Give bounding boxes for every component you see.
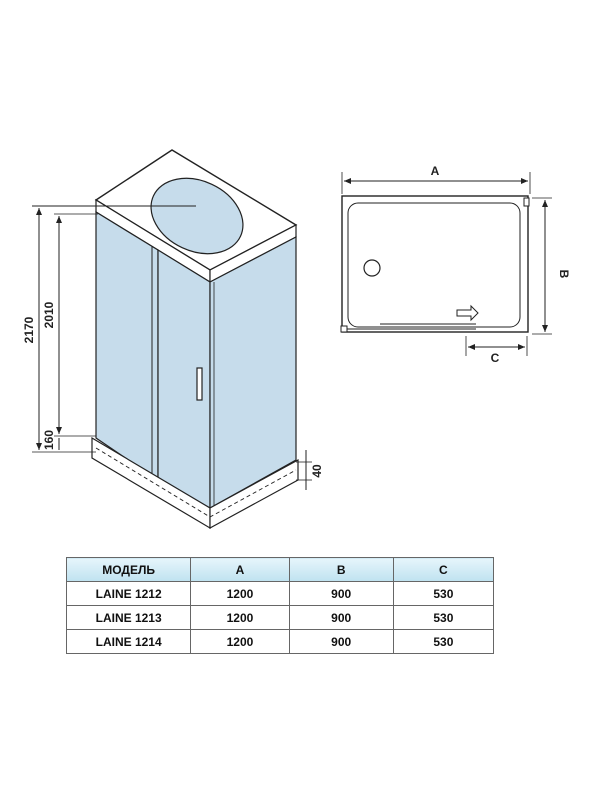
table-cell-c: 530 (393, 582, 493, 606)
table-header-b: B (289, 558, 393, 582)
dimension-label-160: 160 (42, 430, 56, 450)
dimension-label-2010: 2010 (42, 301, 56, 328)
drain-circle (364, 260, 380, 276)
table-cell-model: LAINE 1213 (67, 606, 191, 630)
dimension-label-2170: 2170 (22, 316, 36, 343)
plan-view-drawing: A B C (330, 150, 590, 390)
table-cell-c: 530 (393, 606, 493, 630)
table-row: LAINE 1213 1200 900 530 (67, 606, 494, 630)
table-cell-model: LAINE 1214 (67, 630, 191, 654)
table-cell-a: 1200 (191, 630, 289, 654)
plan-dimension-label-c: C (491, 351, 500, 365)
table-cell-b: 900 (289, 582, 393, 606)
table-header-row: МОДЕЛЬ A B C (67, 558, 494, 582)
table-row: LAINE 1212 1200 900 530 (67, 582, 494, 606)
table-header-model: МОДЕЛЬ (67, 558, 191, 582)
side-glass-panel (210, 237, 296, 508)
table-header-a: A (191, 558, 289, 582)
model-spec-table: МОДЕЛЬ A B C LAINE 1212 1200 900 530 LAI… (66, 557, 494, 654)
table-row: LAINE 1214 1200 900 530 (67, 630, 494, 654)
table-header-c: C (393, 558, 493, 582)
table-cell-a: 1200 (191, 606, 289, 630)
table-cell-b: 900 (289, 606, 393, 630)
table-cell-c: 530 (393, 630, 493, 654)
plan-dimension-label-b: B (557, 270, 571, 279)
dimension-label-40: 40 (310, 464, 324, 478)
table-cell-b: 900 (289, 630, 393, 654)
door-handle (197, 368, 202, 400)
table-cell-model: LAINE 1212 (67, 582, 191, 606)
plan-dimension-label-a: A (431, 164, 440, 178)
front-glass-left (96, 212, 158, 480)
cabin-3d-drawing: 2170 2010 160 40 (0, 0, 340, 540)
table-cell-a: 1200 (191, 582, 289, 606)
